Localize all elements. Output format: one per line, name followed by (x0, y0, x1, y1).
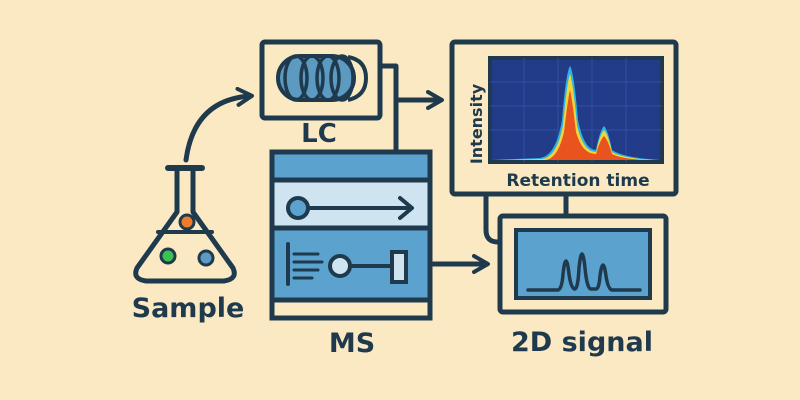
ms-analyzer (328, 254, 352, 278)
ms-ion-source (286, 196, 310, 220)
lc-coil-right (347, 55, 369, 102)
lc-ring-2 (299, 54, 325, 102)
ms-detector (390, 250, 408, 284)
peak-layer-inner (500, 90, 654, 160)
sample-dot-green (159, 247, 177, 265)
chromatogram-monitor (449, 39, 679, 197)
sample-label: Sample (132, 293, 245, 324)
lc-label: LC (301, 119, 337, 149)
arrow-lc-to-chromatogram (377, 63, 444, 110)
sample-dot-blue (197, 249, 215, 267)
ms-flight-arrowhead (398, 196, 414, 220)
lc-ring-3 (315, 54, 341, 102)
signal-trace (526, 252, 642, 292)
signal-monitor (497, 213, 669, 315)
intensity-axis-label: Intensity (467, 83, 486, 164)
ms-instrument-icon (269, 149, 433, 321)
lc-ring-1 (283, 54, 309, 102)
peak-layer-outer (492, 66, 660, 160)
retention-time-axis-label: Retention time (506, 171, 649, 191)
ms-top-band (269, 149, 433, 183)
ms-label: MS (329, 328, 375, 359)
arrow-sample-to-lc (183, 86, 254, 163)
lc-column-icon (259, 39, 383, 121)
ms-middle-panel (269, 177, 433, 231)
sample-flask-icon (133, 165, 237, 284)
lc-ring-4 (329, 54, 355, 102)
sample-dot-orange (178, 213, 196, 231)
signal-2d-label: 2D signal (511, 327, 653, 358)
